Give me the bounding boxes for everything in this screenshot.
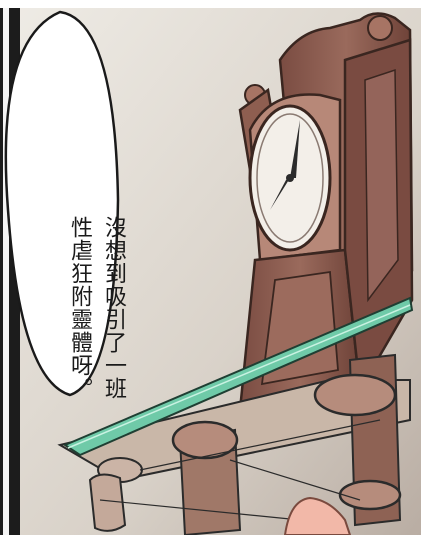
- hand: [283, 496, 352, 535]
- top-gutter: [0, 0, 421, 8]
- speech-line-2: 性虐狂附靈體呀。: [67, 216, 92, 400]
- sketch-lines: [99, 419, 381, 521]
- table-stand: [57, 353, 411, 535]
- speech-bubble-text: 沒想到吸引了一班 性虐狂附靈體呀。: [28, 112, 164, 400]
- speech-bubble: [4, 10, 120, 397]
- clock-hand: [290, 120, 300, 178]
- speech-line-1: 沒想到吸引了一班: [101, 216, 126, 400]
